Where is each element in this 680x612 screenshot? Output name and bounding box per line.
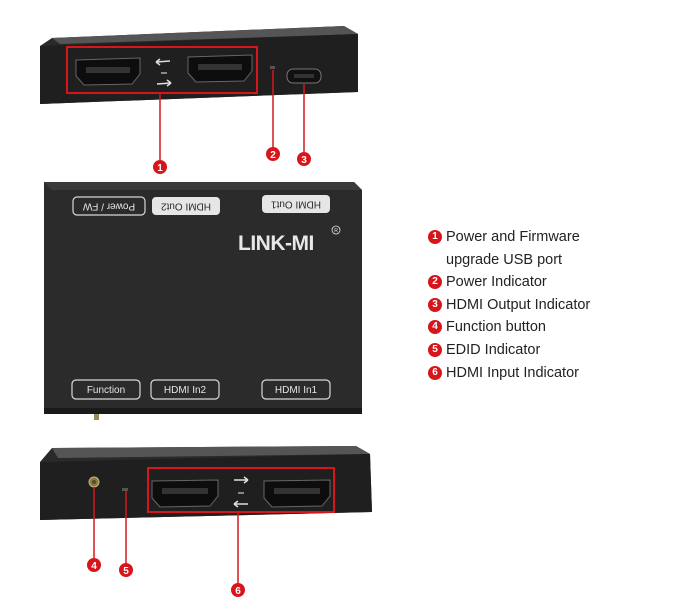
svg-text:5: 5 <box>123 566 129 577</box>
hdmi-output-highlight <box>66 46 258 94</box>
callout-5: 5 <box>119 563 133 577</box>
legend-number: 3 <box>428 297 442 312</box>
function-button <box>88 476 100 488</box>
registered-mark: R <box>334 228 338 234</box>
callout-2: 2 <box>266 147 280 161</box>
legend-item-hdmi-output-indicator: 3 HDMI Output Indicator <box>428 294 668 317</box>
brand-logo: LINK-MI <box>238 232 314 255</box>
arrow-left-icon <box>155 58 171 66</box>
label-function: Function <box>87 385 125 396</box>
rear-panel-view <box>40 26 358 160</box>
legend-item-power-fw: 1 Power and Firmware upgrade USB port <box>428 226 668 271</box>
svg-text:6: 6 <box>235 586 241 597</box>
label-power-fw: Power / FW <box>82 200 135 211</box>
micro-usb-port <box>286 68 322 84</box>
legend-number: 5 <box>428 342 442 357</box>
legend-item-power-indicator: 2 Power Indicator <box>428 271 668 294</box>
hdmi-out1-port <box>187 54 253 83</box>
legend-item-hdmi-input-indicator: 6 HDMI Input Indicator <box>428 362 668 385</box>
svg-text:1: 1 <box>157 163 163 174</box>
label-box-hdmi-in2: HDMI In2 <box>150 379 220 400</box>
svg-text:3: 3 <box>301 155 307 166</box>
front-panel-view <box>40 446 372 583</box>
legend-number: 6 <box>428 365 442 380</box>
callout-3: 3 <box>297 152 311 166</box>
callout-4: 4 <box>87 558 101 572</box>
label-box-power-fw: Power / FW <box>72 196 146 216</box>
label-hdmi-out2: HDMI Out2 <box>161 200 211 211</box>
legend-text-continued: upgrade USB port <box>446 251 563 268</box>
label-hdmi-out1: HDMI Out1 <box>271 198 321 209</box>
legend-item-function-button: 4 Function button <box>428 316 668 339</box>
label-box-hdmi-out2: HDMI Out2 <box>152 197 220 215</box>
label-box-function: Function <box>71 379 141 400</box>
legend-text: Function button <box>446 319 546 336</box>
legend-text: Power and Firmware <box>446 229 580 245</box>
arrow-right-icon <box>234 476 249 484</box>
power-indicator-led <box>270 66 275 69</box>
hdmi-in2-port <box>151 479 219 508</box>
edid-indicator-led <box>122 488 128 491</box>
legend-number: 1 <box>428 230 442 244</box>
label-hdmi-in1: HDMI In1 <box>275 385 318 396</box>
legend: 1 Power and Firmware upgrade USB port 2 … <box>428 226 668 384</box>
legend-text: HDMI Output Indicator <box>446 296 591 313</box>
hdmi-in1-port <box>263 479 331 508</box>
arrow-right-icon <box>156 79 172 87</box>
label-box-hdmi-in1: HDMI In1 <box>261 379 331 400</box>
label-hdmi-in2: HDMI In2 <box>164 385 207 396</box>
legend-text: HDMI Input Indicator <box>446 364 579 381</box>
legend-number: 2 <box>428 275 442 290</box>
label-box-hdmi-out1: HDMI Out1 <box>262 195 330 213</box>
arrow-left-icon <box>233 500 248 508</box>
svg-text:2: 2 <box>270 150 276 161</box>
hdmi-input-highlight <box>147 467 335 513</box>
hdmi-out2-port <box>75 57 141 86</box>
legend-text: EDID Indicator <box>446 341 541 358</box>
svg-text:4: 4 <box>91 561 97 572</box>
callout-1: 1 <box>153 160 167 174</box>
top-panel-view: Power / FW HDMI Out2 HDMI Out1 LINK-MI R… <box>44 182 362 420</box>
legend-item-edid-indicator: 5 EDID Indicator <box>428 339 668 362</box>
legend-number: 4 <box>428 320 442 335</box>
legend-text: Power Indicator <box>446 274 547 291</box>
callout-6: 6 <box>231 583 245 597</box>
